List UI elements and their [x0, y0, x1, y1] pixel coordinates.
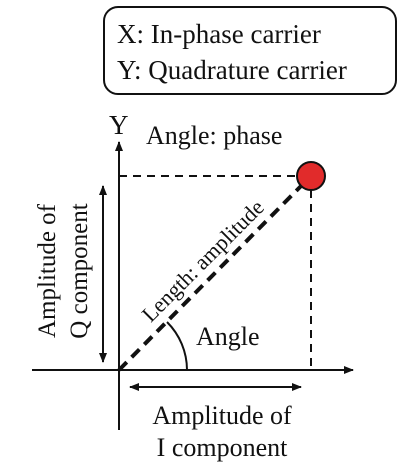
amplitude-i-label-line-1: Amplitude of	[152, 401, 292, 430]
y-axis-label: Y	[109, 110, 129, 140]
length-amplitude-label: Length: amplitude	[137, 195, 269, 327]
amplitude-i-label-line-2: I component	[157, 433, 288, 462]
angle-phase-label: Angle: phase	[146, 121, 282, 150]
legend-line-1: X: In-phase carrier	[117, 19, 321, 49]
angle-label: Angle	[196, 322, 260, 351]
legend-box: X: In-phase carrier Y: Quadrature carrie…	[103, 6, 397, 95]
amplitude-q-label-line-2: Q component	[66, 203, 93, 338]
signal-point	[296, 161, 326, 191]
legend-line-2: Y: Quadrature carrier	[117, 55, 347, 85]
amplitude-vector-dashed-line	[117, 182, 305, 372]
legend-frame	[103, 6, 397, 95]
amplitude-q-label-line-1: Amplitude of	[34, 203, 61, 338]
angle-arc	[166, 321, 188, 371]
